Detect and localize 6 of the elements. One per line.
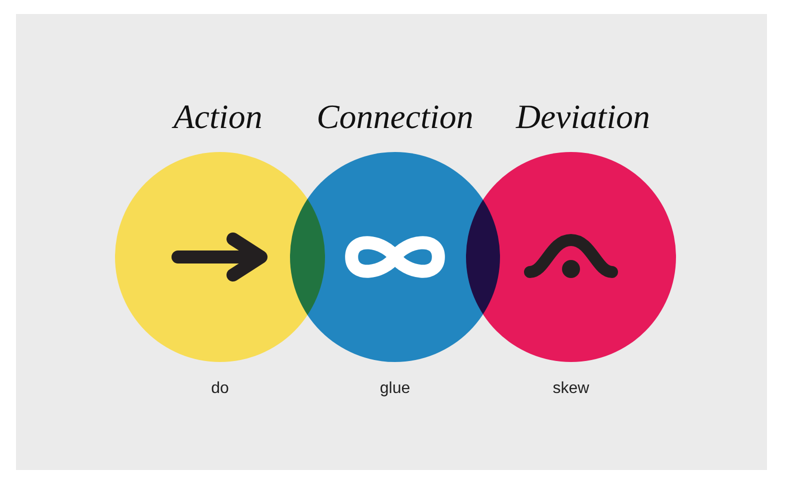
caption-text: glue (380, 379, 410, 399)
heading-text: Action (174, 98, 262, 138)
caption-text: do (211, 379, 229, 399)
heading-text: Deviation (516, 98, 650, 138)
caption-text: skew (552, 379, 590, 399)
heading-text: Connection (316, 98, 474, 138)
